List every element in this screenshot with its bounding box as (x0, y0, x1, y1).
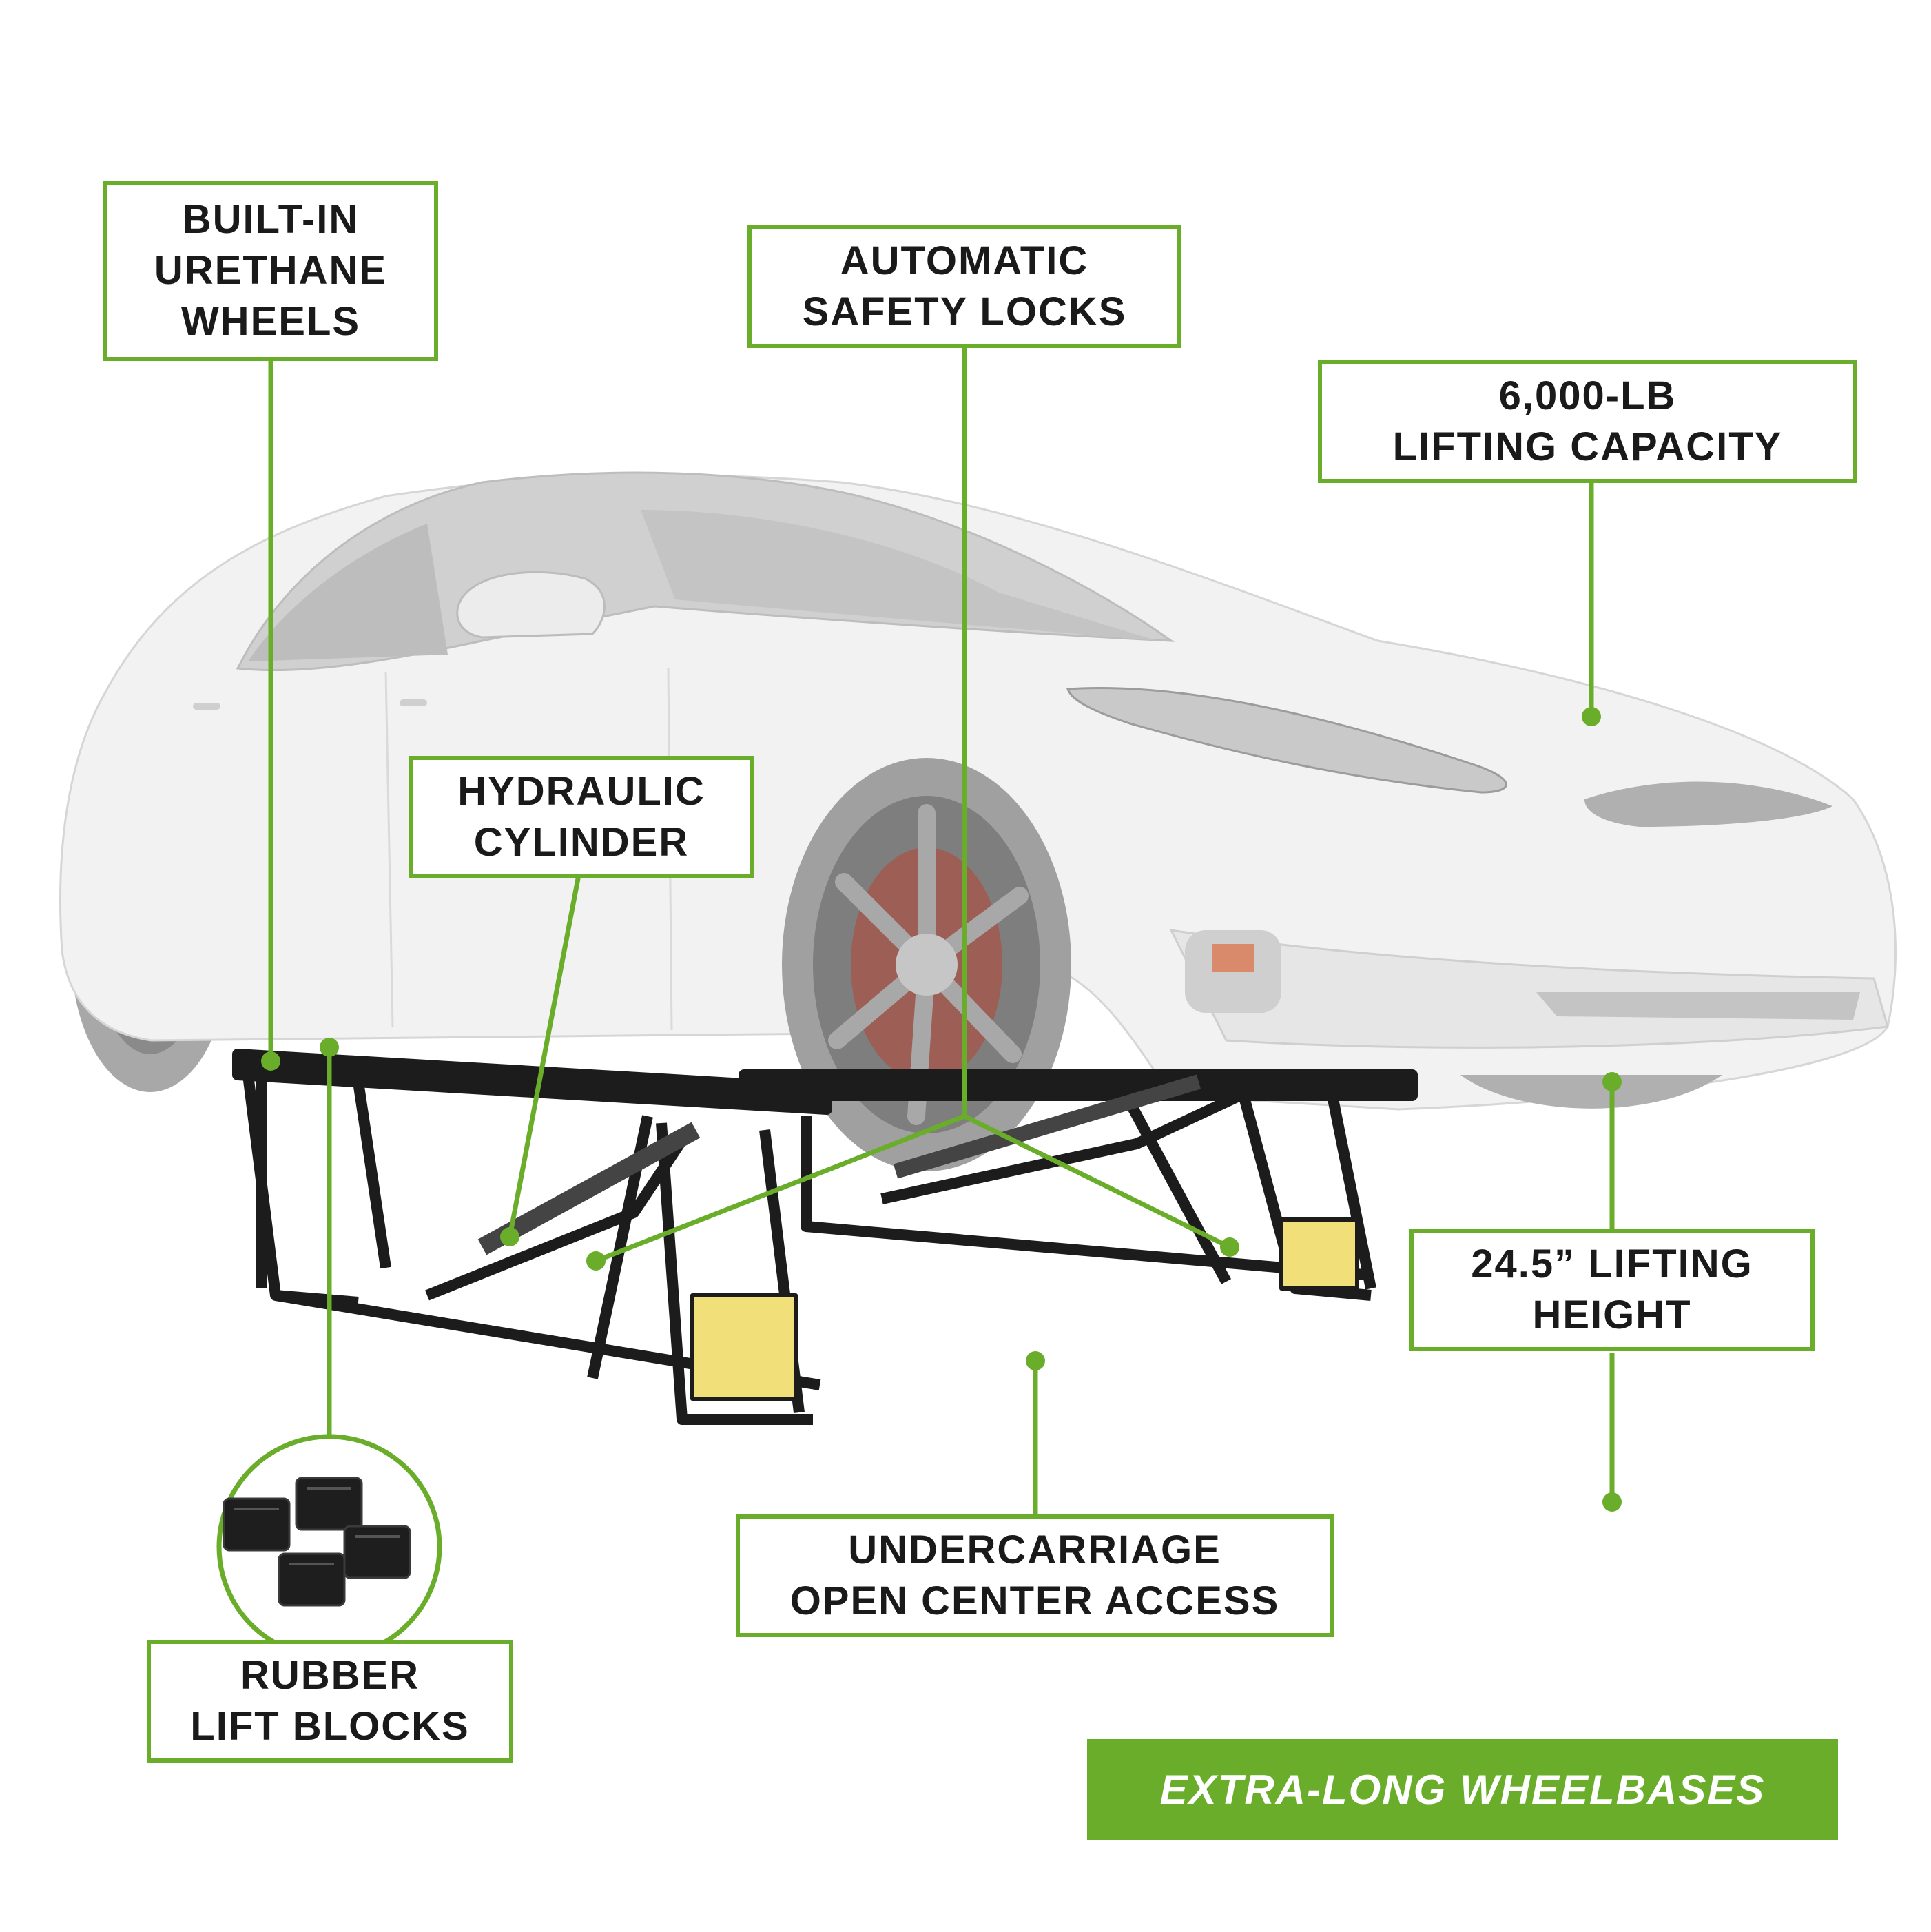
callout-hydraulic-cylinder: HYDRAULIC CYLINDER (409, 756, 754, 878)
callout-lifting-height: 24.5” LIFTING HEIGHT (1409, 1229, 1815, 1351)
callout-dots (261, 707, 1622, 1512)
callout-rubber-lift-blocks: RUBBER LIFT BLOCKS (147, 1640, 513, 1763)
callout-lifting-capacity: 6,000-LB LIFTING CAPACITY (1318, 360, 1857, 483)
banner-label: EXTRA-LONG WHEELBASES (1159, 1766, 1766, 1813)
callout-urethane-wheels: BUILT-IN URETHANE WHEELS (103, 181, 438, 361)
callout-leaders (268, 347, 1615, 1519)
callout-undercarriage-access: UNDERCARRIAGE OPEN CENTER ACCESS (736, 1514, 1334, 1637)
rubber-block-icon (223, 1477, 411, 1607)
rubber-block-inset (216, 1434, 442, 1660)
car-illustration (59, 471, 1897, 1171)
lift-frame-illustration (232, 1049, 1418, 1425)
callout-safety-locks: AUTOMATIC SAFETY LOCKS (747, 225, 1181, 348)
extra-long-wheelbases-banner: EXTRA-LONG WHEELBASES (1087, 1739, 1838, 1840)
